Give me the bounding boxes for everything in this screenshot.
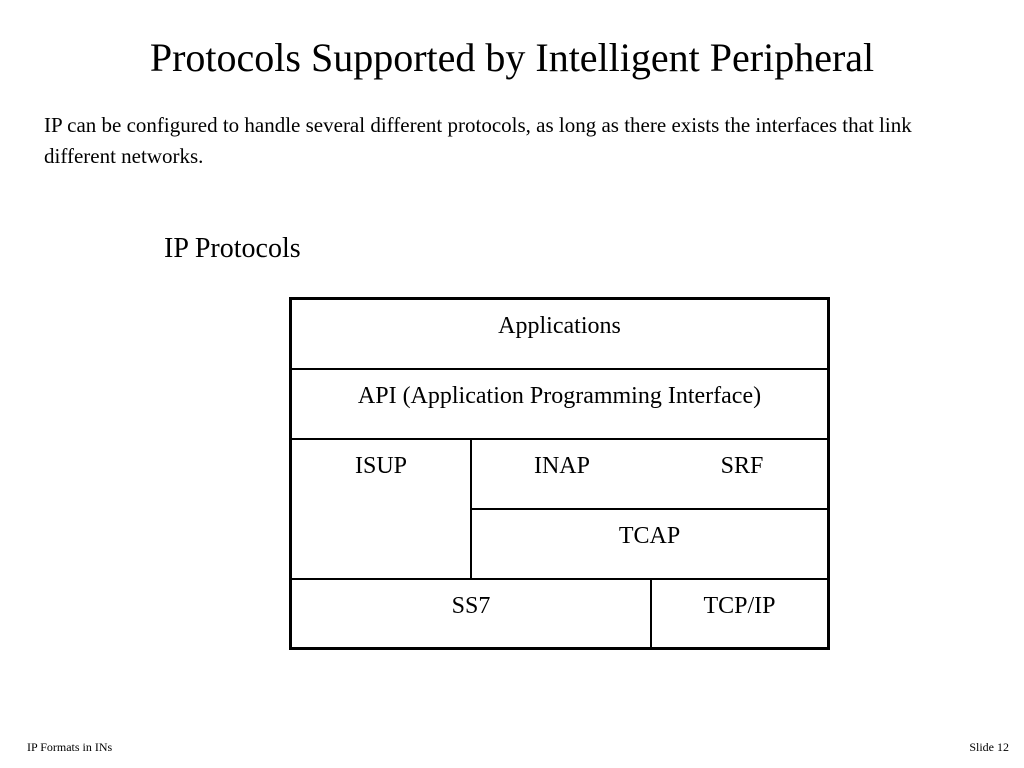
slide-number: Slide 12 (969, 740, 1009, 754)
layer-tcp-ip: TCP/IP (703, 593, 776, 619)
section-heading: IP Protocols (164, 233, 301, 264)
divider-api-protocols (292, 438, 827, 440)
layer-tcap: TCAP (618, 523, 681, 549)
divider-tcap-transport (292, 578, 827, 580)
divider-inap-tcap (470, 508, 827, 510)
intro-text: IP can be configured to handle several d… (44, 113, 912, 168)
protocol-stack-diagram: Applications API (Application Programmin… (289, 297, 830, 650)
divider-isup-inap (470, 438, 472, 579)
layer-applications: Applications (498, 313, 621, 339)
slide-title: Protocols Supported by Intelligent Perip… (149, 35, 875, 80)
layer-ss7: SS7 (451, 593, 491, 619)
layer-isup: ISUP (354, 453, 408, 479)
divider-ss7-tcpip (650, 578, 652, 647)
divider-applications-api (292, 368, 827, 370)
layer-inap: INAP (533, 453, 590, 479)
layer-srf: SRF (720, 453, 764, 479)
footer-left: IP Formats in INs (27, 740, 113, 754)
layer-api: API (Application Programming Interface) (357, 383, 762, 409)
